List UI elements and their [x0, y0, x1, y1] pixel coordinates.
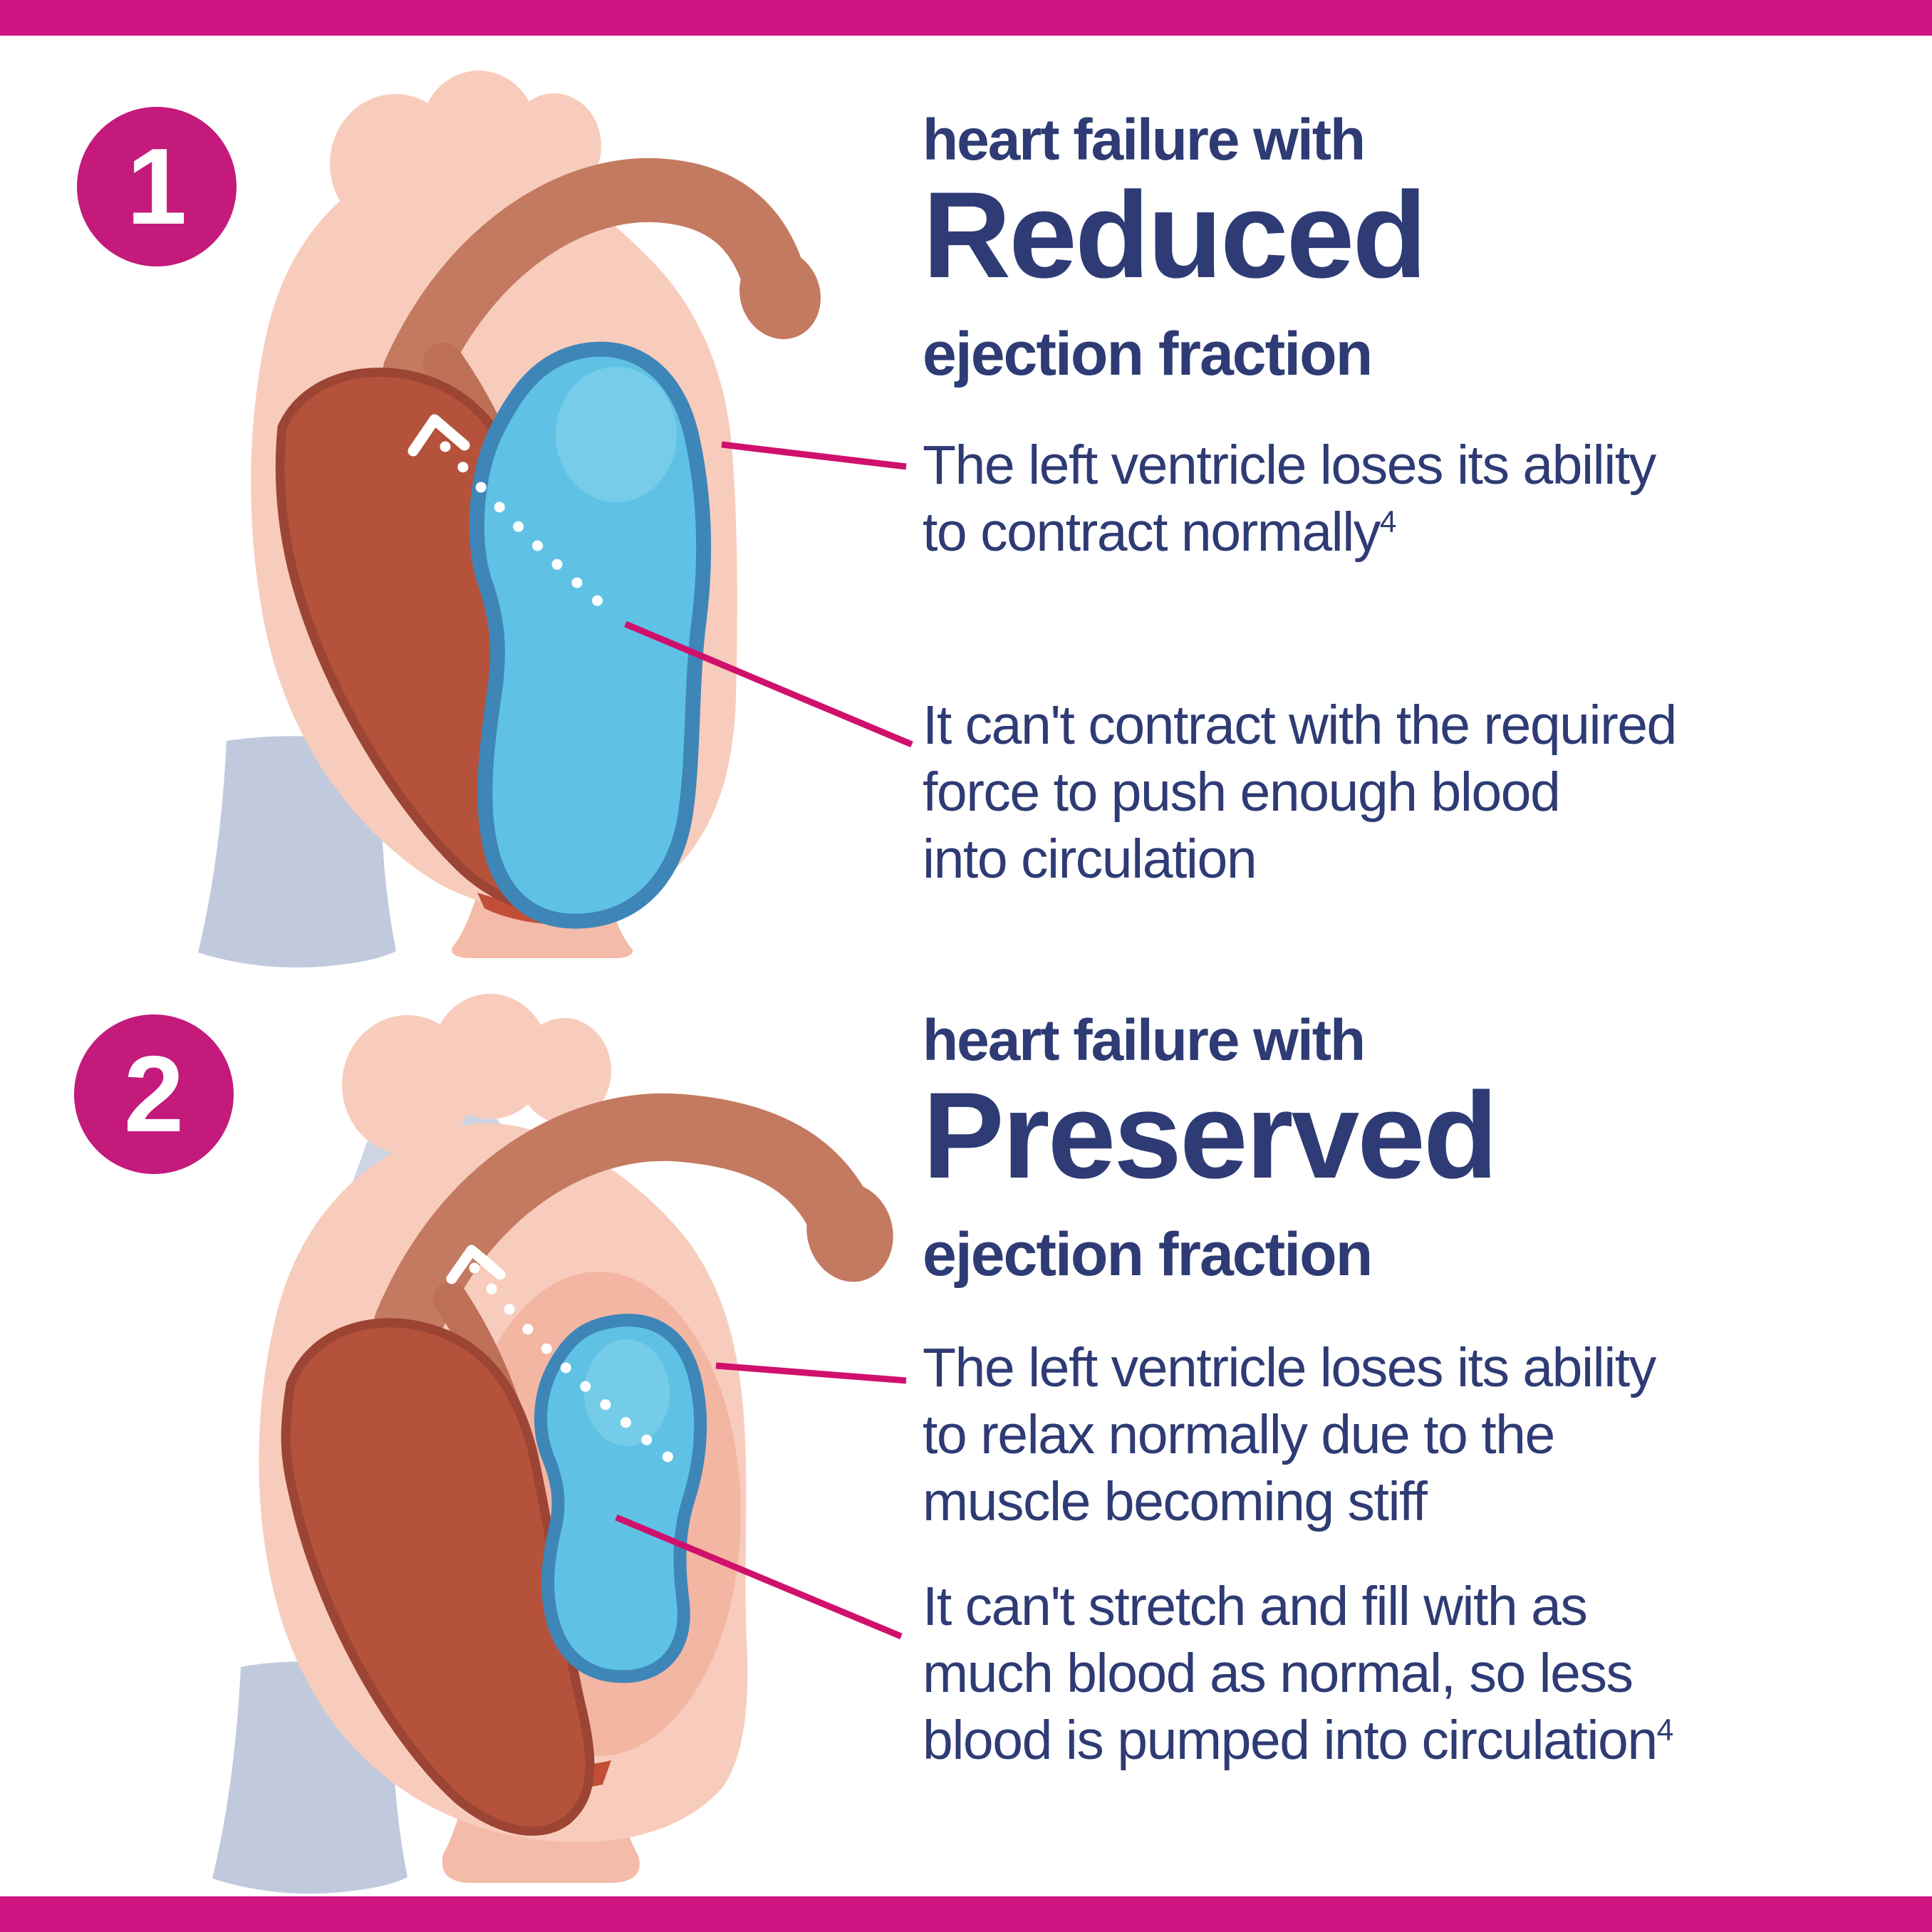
- ventricle-highlight: [584, 1339, 670, 1446]
- panel2-subtitle: ejection fraction: [923, 1220, 1373, 1289]
- bottom-accent-bar: [0, 1896, 1932, 1932]
- step-badge-1: 1: [77, 107, 237, 266]
- aorta-arch: [383, 157, 807, 405]
- badge-number: 2: [123, 1034, 185, 1155]
- top-accent-bar: [0, 0, 1932, 36]
- blood-flow-trail: [469, 1262, 675, 1464]
- aorta-opening: [739, 249, 821, 340]
- panel1-eyebrow: heart failure with: [923, 108, 1366, 172]
- blood-flow-arrow-icon: [407, 414, 470, 457]
- aorta-arch: [373, 1093, 881, 1359]
- ventricle-highlight: [556, 367, 677, 502]
- aorta-opening: [806, 1183, 893, 1282]
- panel2-eyebrow: heart failure with: [923, 1008, 1366, 1073]
- pulmonary-vessel: [432, 994, 549, 1119]
- step-badge-2: 2: [74, 1014, 234, 1174]
- pulmonary-vessel: [517, 1018, 611, 1123]
- right-ventricle-muscle: [281, 1318, 595, 1836]
- footnote-marker: 4: [1656, 1713, 1674, 1747]
- panel2-title: Preserved: [923, 1067, 1498, 1204]
- footnote-marker: 4: [1379, 504, 1397, 539]
- panel1-title: Reduced: [923, 167, 1427, 303]
- blood-flow-trail: [440, 441, 620, 620]
- blood-flow-arrow-icon: [446, 1245, 506, 1284]
- heart-illustration-hfref: [198, 71, 821, 968]
- badge-number: 1: [126, 126, 187, 247]
- heart-illustration-hfpef: [212, 994, 893, 1894]
- panel1-subtitle: ejection fraction: [923, 320, 1373, 388]
